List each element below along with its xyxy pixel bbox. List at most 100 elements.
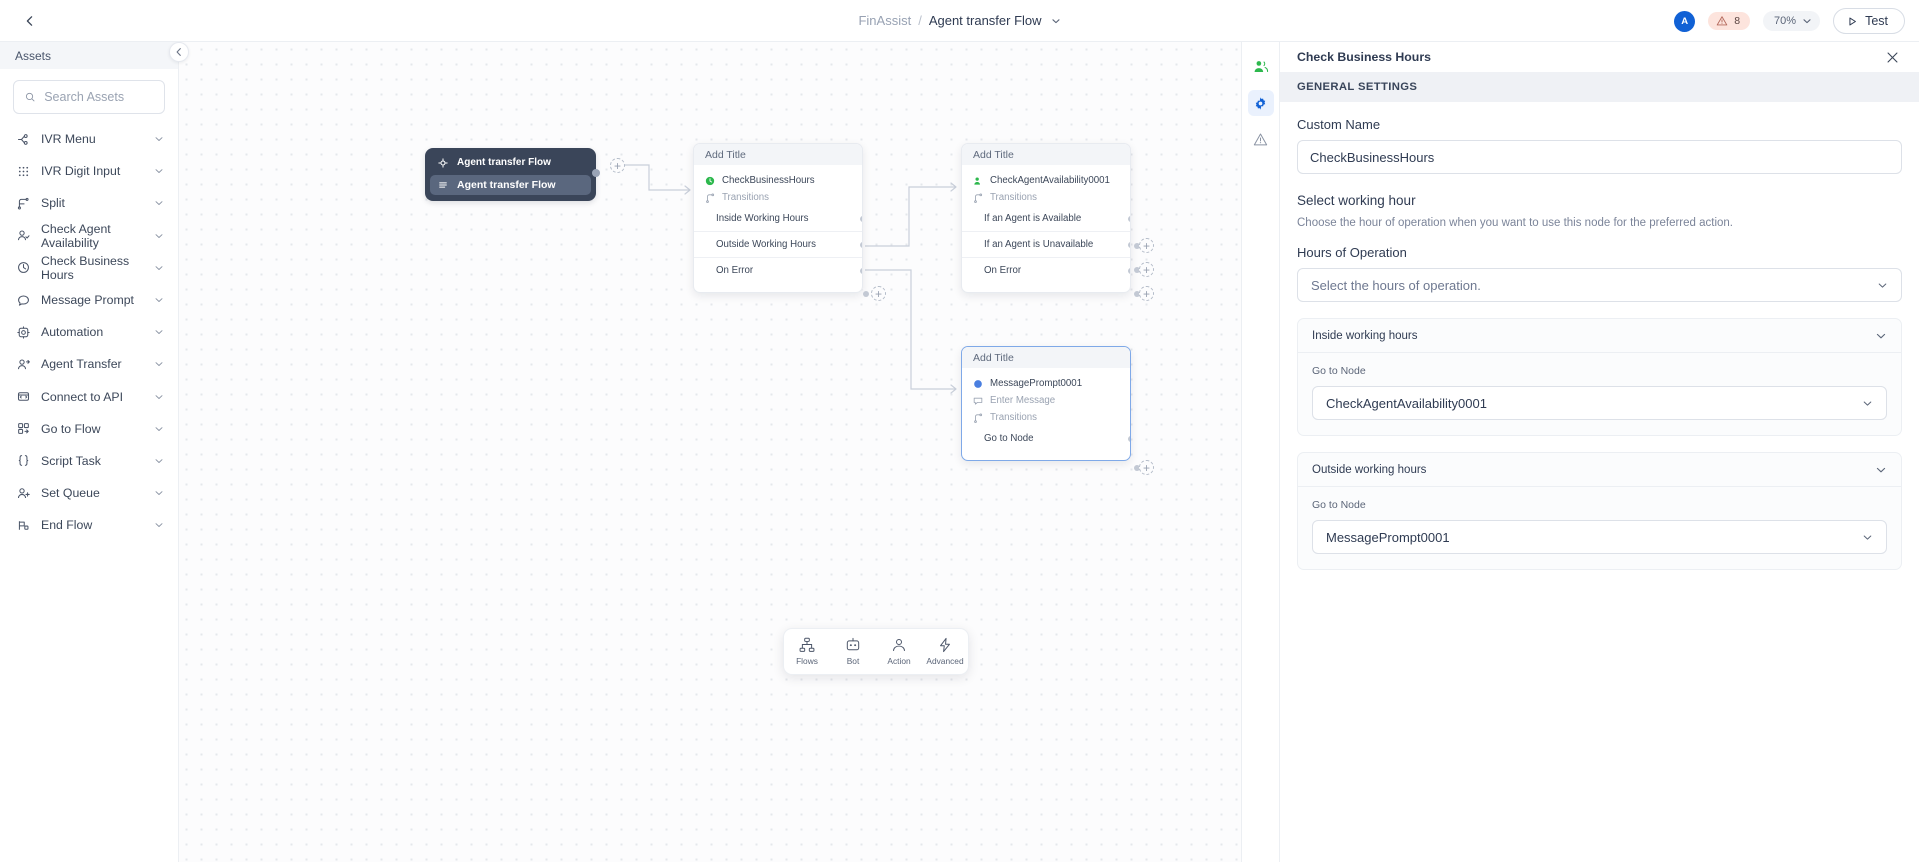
- chevron-down-icon: [1863, 401, 1872, 406]
- breadcrumb-app[interactable]: FinAssist: [858, 13, 912, 28]
- node-message-row[interactable]: Enter Message: [962, 392, 1130, 409]
- zoom-control[interactable]: 70%: [1763, 11, 1821, 31]
- warnings-badge[interactable]: 8: [1708, 12, 1751, 30]
- node-transitions-label: Transitions: [990, 412, 1038, 423]
- sidebar-collapse-button[interactable]: [169, 42, 189, 62]
- node-header[interactable]: Add Title: [694, 144, 862, 165]
- chevron-down-icon[interactable]: [154, 392, 164, 402]
- toolbar-item-action[interactable]: Action: [877, 637, 921, 666]
- add-node-button[interactable]: +: [1139, 262, 1154, 277]
- rail-button-warnings[interactable]: [1248, 126, 1274, 152]
- chevron-down-icon[interactable]: [154, 134, 164, 144]
- start-node-subrow[interactable]: Agent transfer Flow: [430, 175, 591, 195]
- node-output-port[interactable]: [1134, 291, 1140, 297]
- breadcrumb-separator: /: [918, 13, 922, 28]
- transition-output-port[interactable]: [860, 215, 862, 222]
- avatar[interactable]: A: [1674, 10, 1696, 32]
- transition-output-port[interactable]: [1128, 215, 1130, 222]
- chevron-down-icon[interactable]: [154, 520, 164, 530]
- node-transition[interactable]: On Error: [962, 258, 1130, 283]
- chevron-down-icon: [1878, 283, 1887, 288]
- node-transition[interactable]: If an Agent is Available: [962, 206, 1130, 232]
- set-queue-icon: [15, 487, 31, 500]
- automation-icon: [15, 326, 31, 339]
- node-header[interactable]: Add Title: [962, 347, 1130, 368]
- chevron-down-icon[interactable]: [154, 488, 164, 498]
- chevron-down-icon[interactable]: [154, 424, 164, 434]
- flow-canvas[interactable]: Agent transfer Flow Agent transfer Flow …: [179, 42, 1269, 862]
- rail-button-people[interactable]: [1248, 54, 1274, 80]
- add-node-button[interactable]: +: [1139, 286, 1154, 301]
- transition-output-port[interactable]: [860, 241, 862, 248]
- chevron-down-icon[interactable]: [154, 263, 164, 273]
- flow-dropdown-button[interactable]: [1051, 16, 1061, 26]
- transition-output-port[interactable]: [1128, 267, 1130, 274]
- sidebar-item-check-agent-availability[interactable]: Check Agent Availability: [0, 220, 178, 252]
- back-button[interactable]: [10, 0, 50, 42]
- node-output-port[interactable]: [1134, 243, 1140, 249]
- add-node-button[interactable]: +: [610, 158, 625, 173]
- node-type-row: CheckAgentAvailability0001: [962, 172, 1130, 189]
- node-transition[interactable]: Outside Working Hours: [694, 232, 862, 258]
- chevron-down-icon[interactable]: [154, 231, 164, 241]
- search-input[interactable]: [44, 90, 153, 104]
- chevron-down-icon[interactable]: [154, 327, 164, 337]
- sidebar-item-connect-to-api[interactable]: Connect to API: [0, 381, 178, 413]
- node-header[interactable]: Add Title: [962, 144, 1130, 165]
- breadcrumb-flow[interactable]: Agent transfer Flow: [928, 13, 1042, 28]
- test-button[interactable]: Test: [1833, 8, 1905, 34]
- sidebar-item-set-queue[interactable]: Set Queue: [0, 477, 178, 509]
- sidebar-item-agent-transfer[interactable]: Agent Transfer: [0, 348, 178, 380]
- node-transition[interactable]: If an Agent is Unavailable: [962, 232, 1130, 258]
- start-node-title: Agent transfer Flow: [457, 157, 551, 168]
- sidebar-item-script-task[interactable]: Script Task: [0, 445, 178, 477]
- start-node-title-row: Agent transfer Flow: [430, 153, 591, 172]
- goto-node-select[interactable]: CheckAgentAvailability0001: [1312, 386, 1887, 421]
- sidebar-item-check-business-hours[interactable]: Check Business Hours: [0, 252, 178, 284]
- search-box[interactable]: [13, 80, 165, 114]
- add-node-button[interactable]: +: [1139, 460, 1154, 475]
- chevron-down-icon[interactable]: [154, 198, 164, 208]
- node-check-agent-availability[interactable]: Add Title CheckAgentAvailability0001: [961, 143, 1131, 293]
- node-transition[interactable]: Inside Working Hours: [694, 206, 862, 232]
- sidebar-item-ivr-digit-input[interactable]: IVR Digit Input: [0, 155, 178, 187]
- node-transition[interactable]: On Error: [694, 258, 862, 283]
- accordion-header[interactable]: Outside working hours: [1298, 453, 1901, 488]
- hours-of-operation-select[interactable]: Select the hours of operation.: [1297, 268, 1902, 303]
- sidebar-item-message-prompt[interactable]: Message Prompt: [0, 284, 178, 316]
- script-task-icon: [15, 454, 31, 467]
- panel-close-button[interactable]: [1886, 51, 1899, 64]
- sidebar-item-ivr-menu[interactable]: IVR Menu: [0, 123, 178, 155]
- node-message-prompt[interactable]: Add Title MessagePrompt0001: [961, 346, 1131, 461]
- transition-output-port[interactable]: [1128, 435, 1130, 442]
- sidebar-item-automation[interactable]: Automation: [0, 316, 178, 348]
- start-node-output-port[interactable]: [592, 169, 600, 177]
- toolbar-item-bot[interactable]: Bot: [831, 637, 875, 666]
- node-output-port[interactable]: [1134, 267, 1140, 273]
- chevron-down-icon[interactable]: [154, 456, 164, 466]
- node-output-port[interactable]: [863, 291, 869, 297]
- sidebar-item-split[interactable]: Split: [0, 187, 178, 219]
- node-output-port[interactable]: [1134, 465, 1140, 471]
- accordion-header[interactable]: Inside working hours: [1298, 319, 1901, 354]
- custom-name-input[interactable]: [1297, 140, 1902, 174]
- rail-button-settings[interactable]: [1247, 90, 1274, 116]
- node-transitions-row: Transitions: [962, 189, 1130, 206]
- add-node-button[interactable]: +: [871, 286, 886, 301]
- toolbar-item-advanced[interactable]: Advanced: [923, 637, 967, 666]
- chevron-down-icon[interactable]: [154, 359, 164, 369]
- sidebar-item-go-to-flow[interactable]: Go to Flow: [0, 413, 178, 445]
- node-transition[interactable]: Go to Node: [962, 426, 1130, 451]
- chevron-down-icon: [1876, 333, 1886, 339]
- start-node[interactable]: Agent transfer Flow Agent transfer Flow: [425, 148, 600, 201]
- node-check-business-hours[interactable]: Add Title CheckBusinessHours: [693, 143, 863, 293]
- chevron-down-icon[interactable]: [154, 166, 164, 176]
- transition-output-port[interactable]: [1128, 241, 1130, 248]
- transition-output-port[interactable]: [860, 267, 862, 274]
- chevron-down-icon[interactable]: [154, 295, 164, 305]
- add-node-button[interactable]: +: [1139, 238, 1154, 253]
- goto-node-select[interactable]: MessagePrompt0001: [1312, 520, 1887, 555]
- sidebar-item-end-flow[interactable]: End Flow: [0, 509, 178, 541]
- toolbar-item-flows[interactable]: Flows: [785, 637, 829, 666]
